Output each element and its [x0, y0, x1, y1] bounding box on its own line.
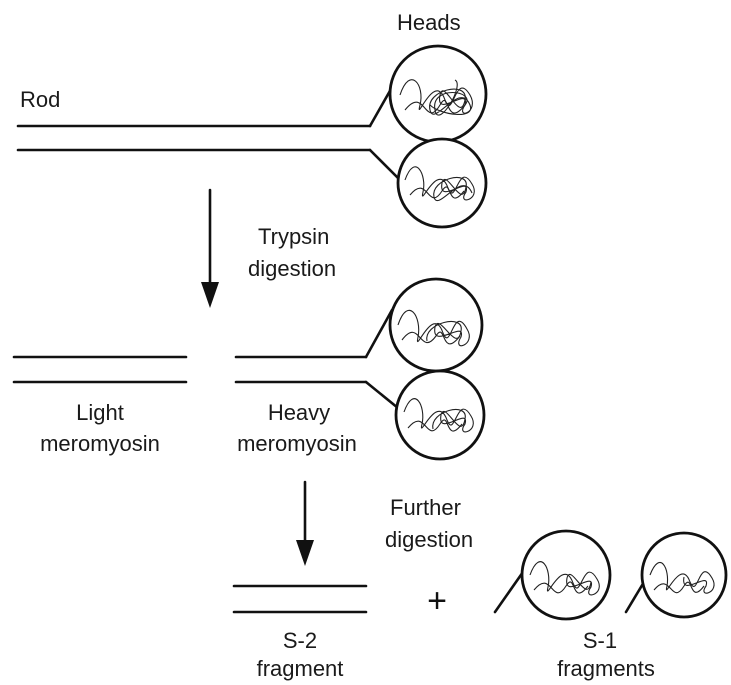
light-meromyosin-label-line1: Light — [76, 400, 124, 425]
trypsin-label-line1: Trypsin — [258, 224, 329, 249]
heavy-meromyosin-label-line2: meromyosin — [237, 431, 357, 456]
heavy-meromyosin-label-line1: Heavy — [268, 400, 330, 425]
further-digestion-label-line1: Further — [390, 495, 461, 520]
rod-label: Rod — [20, 87, 60, 112]
s2-label-line2: fragment — [257, 656, 344, 681]
myosin-head-upper — [390, 46, 486, 142]
hmm-head-upper — [390, 279, 482, 371]
further-digestion-label-line2: digestion — [385, 527, 473, 552]
s2-label-line1: S-2 — [283, 628, 317, 653]
further-digestion-arrow — [296, 482, 314, 566]
myosin-head-lower — [398, 139, 486, 227]
neck-lower — [370, 150, 398, 178]
s1-label-line1: S-1 — [583, 628, 617, 653]
s2-fragment — [234, 586, 366, 612]
trypsin-label-line2: digestion — [248, 256, 336, 281]
s1-fragment-left — [495, 531, 610, 619]
light-meromyosin-label-line2: meromyosin — [40, 431, 160, 456]
heads-label: Heads — [397, 10, 461, 35]
hmm-head-lower — [396, 371, 484, 459]
s1-label-line2: fragments — [557, 656, 655, 681]
intact-myosin: Heads Rod — [18, 10, 486, 227]
light-meromyosin — [14, 357, 186, 382]
plus-sign: + — [427, 582, 447, 620]
trypsin-arrow — [201, 190, 219, 308]
s1-fragment-right — [626, 533, 726, 617]
